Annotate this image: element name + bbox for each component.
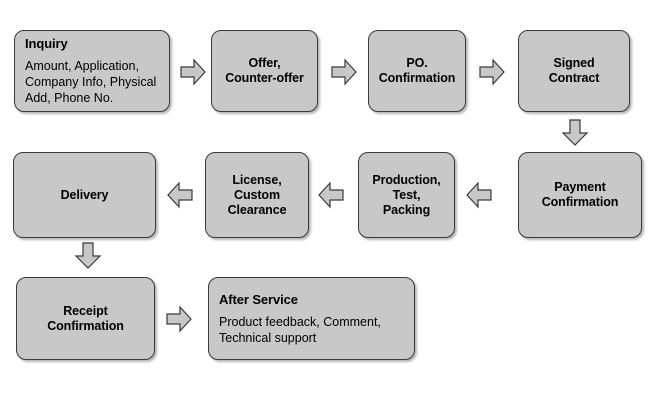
node-after-service-detail: Product feedback, Comment, Technical sup… xyxy=(219,314,381,345)
node-payment-confirmation-title: Payment Confirmation xyxy=(541,180,619,209)
node-inquiry-detail: Amount, Application, Company Info, Physi… xyxy=(25,59,157,105)
node-license-custom-clearance-title: License, Custom Clearance xyxy=(227,172,287,217)
arrow-offer-to-po xyxy=(331,58,357,86)
arrow-inquiry-to-offer xyxy=(180,58,206,86)
node-offer[interactable]: Offer, Counter-offer xyxy=(211,30,318,112)
node-inquiry-title: Inquiry xyxy=(25,36,68,51)
node-po-confirmation[interactable]: PO. Confirmation xyxy=(368,30,466,112)
arrow-po-to-signed-contract xyxy=(479,58,505,86)
node-after-service[interactable]: After Service Product feedback, Comment,… xyxy=(208,277,415,360)
node-offer-title: Offer, Counter-offer xyxy=(225,56,304,85)
node-after-service-title: After Service xyxy=(219,291,298,307)
arrow-receipt-to-after-service xyxy=(166,305,192,333)
arrow-license-to-delivery xyxy=(167,181,193,209)
arrow-production-to-license xyxy=(318,181,344,209)
node-signed-contract-title: Signed Contract xyxy=(548,56,600,85)
node-inquiry[interactable]: Inquiry Amount, Application, Company Inf… xyxy=(14,30,170,112)
node-license-custom-clearance[interactable]: License, Custom Clearance xyxy=(205,152,309,238)
arrow-payment-to-production xyxy=(466,181,492,209)
node-receipt-confirmation-title: Receipt Confirmation xyxy=(47,303,124,333)
node-delivery-title: Delivery xyxy=(60,187,109,202)
arrow-signed-contract-to-payment xyxy=(561,119,589,147)
node-receipt-confirmation[interactable]: Receipt Confirmation xyxy=(16,277,155,360)
node-production-test-packing[interactable]: Production, Test, Packing xyxy=(358,152,455,238)
node-delivery[interactable]: Delivery xyxy=(13,152,156,238)
arrow-delivery-to-receipt xyxy=(74,242,102,270)
node-payment-confirmation[interactable]: Payment Confirmation xyxy=(518,152,642,238)
node-production-test-packing-title: Production, Test, Packing xyxy=(372,172,441,217)
node-signed-contract[interactable]: Signed Contract xyxy=(518,30,630,112)
node-po-confirmation-title: PO. Confirmation xyxy=(378,56,456,85)
